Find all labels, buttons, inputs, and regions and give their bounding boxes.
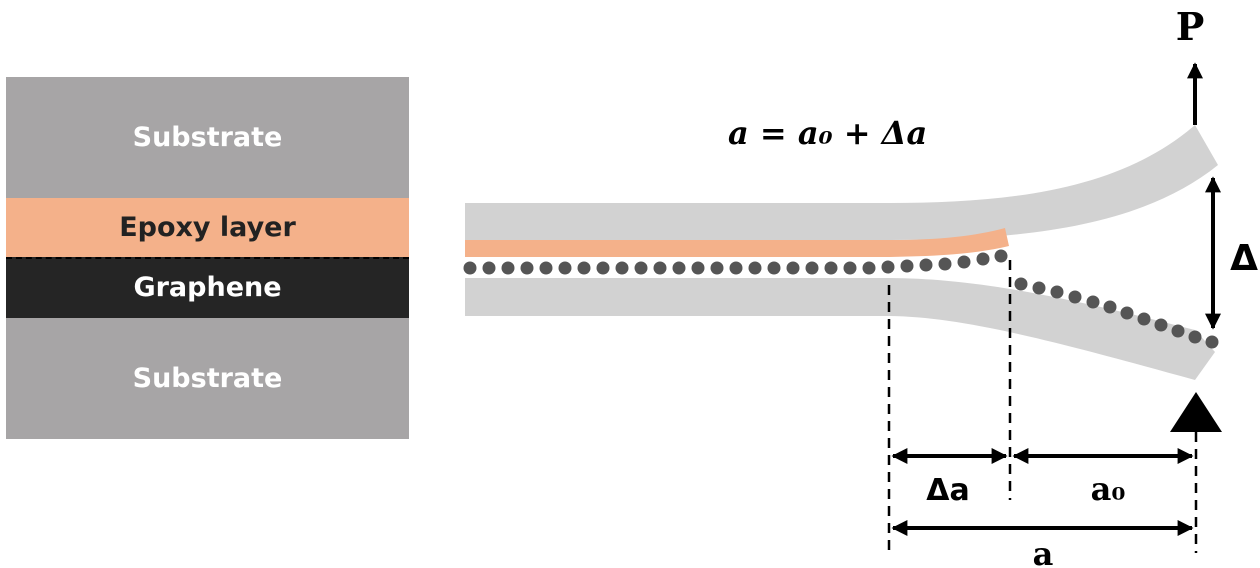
graphene-layer: Graphene <box>6 257 409 318</box>
displacement-label: Δ <box>1230 238 1258 279</box>
a-label: a <box>1033 535 1054 568</box>
top-substrate-label: Substrate <box>132 122 283 153</box>
lower-beam <box>465 278 1215 380</box>
graphene-dots-bonded <box>463 249 1008 275</box>
graphene-layer-label: Graphene <box>133 272 282 303</box>
a0-label: a₀ <box>1091 470 1126 508</box>
delta-a-label: Δa <box>926 473 969 508</box>
interface-dashed-line <box>6 257 409 259</box>
support-triangle <box>1170 392 1222 432</box>
top-substrate: Substrate <box>6 77 409 198</box>
epoxy-strip <box>465 228 1009 257</box>
load-label: P <box>1176 4 1205 49</box>
bottom-substrate-label: Substrate <box>132 363 283 394</box>
epoxy-layer-label: Epoxy layer <box>119 212 296 243</box>
epoxy-layer: Epoxy layer <box>6 198 409 257</box>
upper-beam <box>465 125 1218 240</box>
bottom-substrate: Substrate <box>6 318 409 439</box>
graphene-dots-delaminated <box>1014 277 1219 349</box>
crack-length-equation: a = a₀ + Δa <box>728 114 927 152</box>
